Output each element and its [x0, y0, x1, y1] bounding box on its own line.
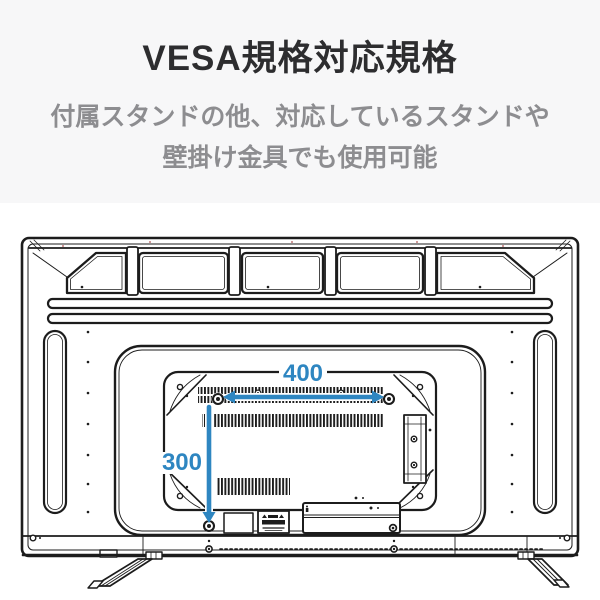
speaker-bar-left — [42, 329, 68, 515]
rating-label — [257, 510, 290, 534]
vesa-screw-holes — [202, 392, 396, 533]
top-edge-marks — [62, 241, 504, 247]
dimension-300: 300 — [158, 403, 216, 523]
top-panel-row — [65, 246, 536, 296]
page-subtitle: 付属スタンドの他、対応しているスタンドや 壁掛け金具でも使用可能 — [0, 97, 600, 179]
page-title: VESA規格対応規格 — [142, 39, 458, 78]
service-plate — [223, 512, 254, 534]
subtitle-line-1: 付属スタンドの他、対応しているスタンドや — [50, 103, 550, 131]
header-band: VESA規格対応規格 付属スタンドの他、対応しているスタンドや 壁掛け金具でも使… — [0, 0, 600, 203]
stand-foot-left — [87, 551, 163, 589]
io-cover-panel — [302, 496, 401, 534]
corner-hatch-right — [532, 239, 571, 278]
tv-back-diagram: 400 300 — [20, 236, 580, 589]
subtitle-line-2: 壁掛け金具でも使用可能 — [162, 144, 438, 172]
vesa-corner-brackets — [166, 374, 434, 509]
right-bracket-strip — [403, 414, 437, 484]
vesa-width-label: 400 — [283, 360, 323, 387]
dimension-400: 400 — [223, 360, 384, 404]
corner-hatch-left — [29, 239, 68, 278]
speaker-bar-right — [532, 329, 558, 515]
back-rails — [46, 297, 554, 325]
vesa-height-label: 300 — [162, 449, 202, 476]
bottom-band — [21, 534, 579, 558]
screw-dots — [80, 285, 514, 514]
stand-foot-right — [517, 551, 570, 588]
